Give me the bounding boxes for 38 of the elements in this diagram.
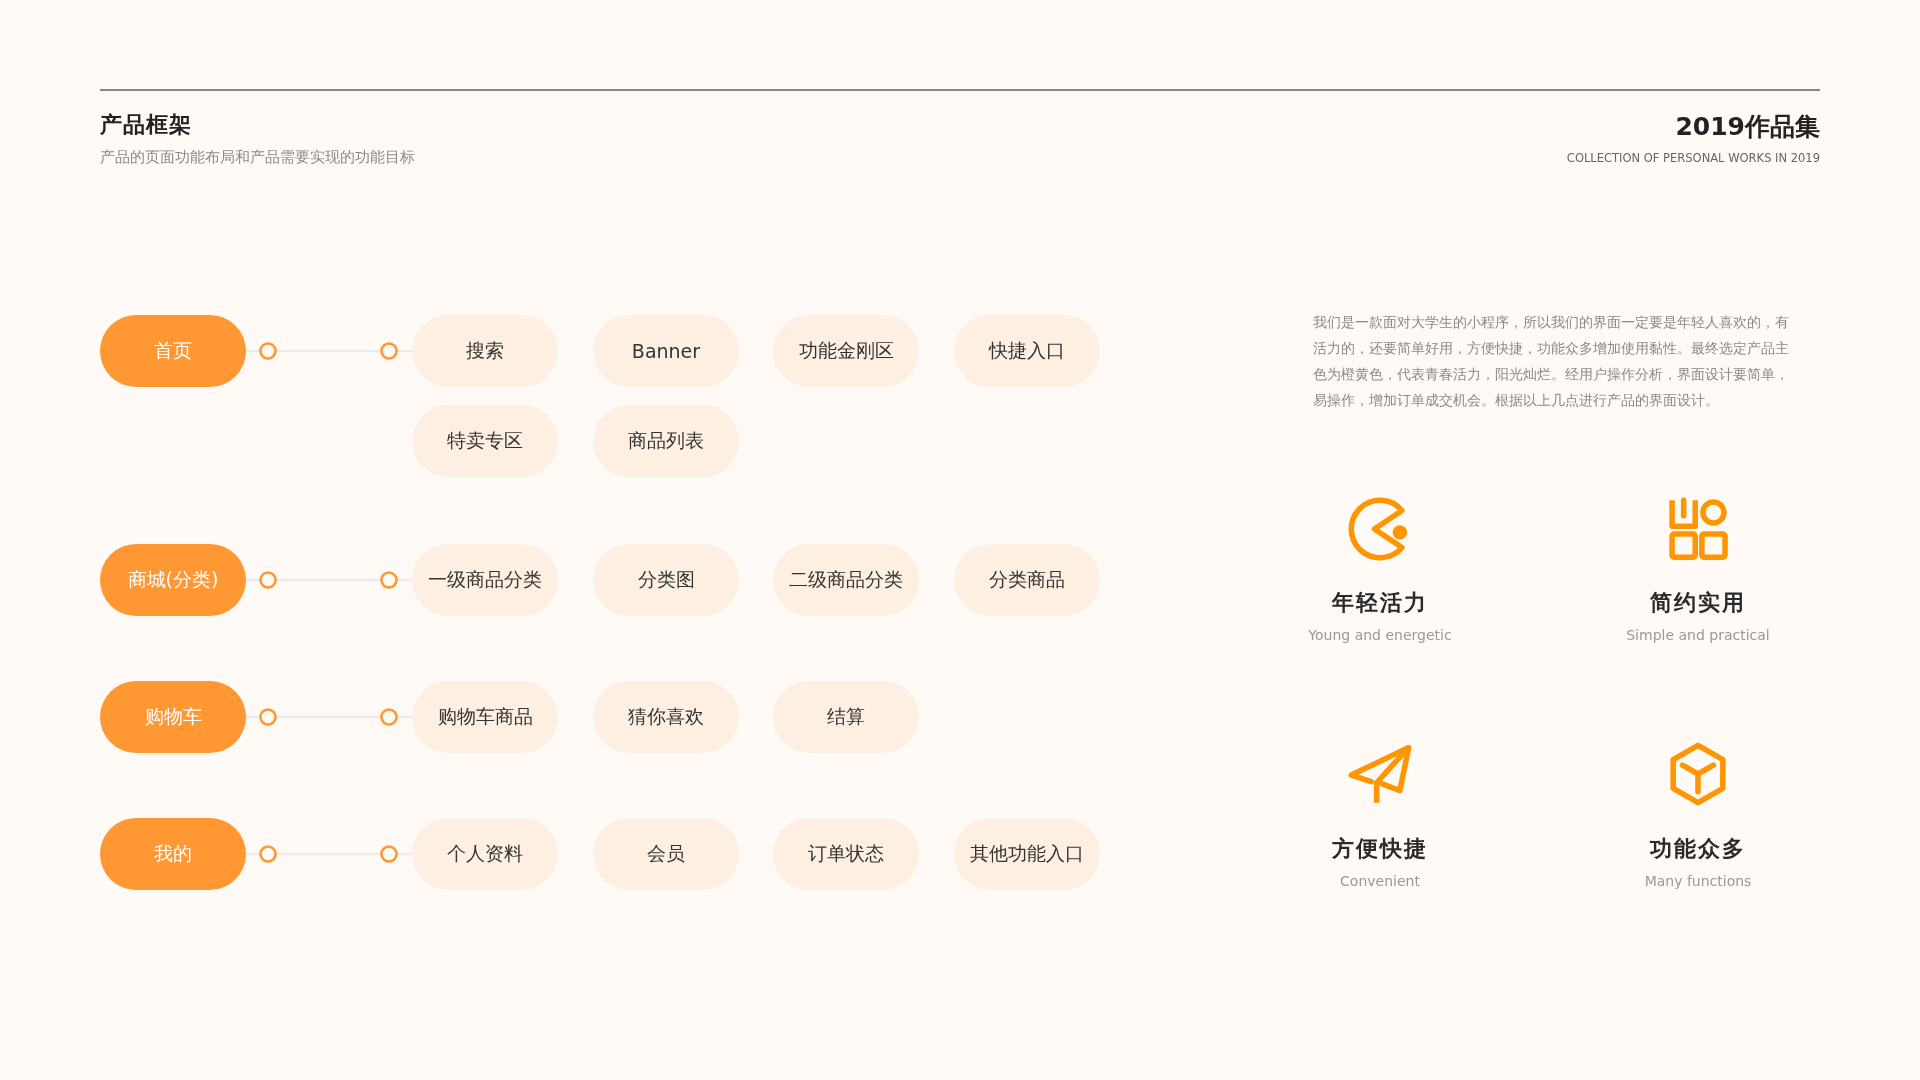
connector-line — [246, 845, 412, 863]
feature-tag: 结算 — [773, 681, 919, 753]
feature-title: 功能众多 — [1649, 835, 1747, 863]
feature-caption: Many functions — [1643, 873, 1753, 889]
feature-tag: 分类商品 — [954, 544, 1100, 616]
connector-line — [246, 708, 412, 726]
page-subtitle: 产品的页面功能布局和产品需要实现的功能目标 — [100, 148, 415, 167]
feature-tag: 功能金刚区 — [773, 315, 919, 387]
feature-tag: 二级商品分类 — [773, 544, 919, 616]
feature-title: 简约实用 — [1649, 589, 1747, 617]
page-title: 产品框架 — [100, 111, 192, 139]
feature-tag: 猜你喜欢 — [593, 681, 739, 753]
feature-tag: 订单状态 — [773, 818, 919, 890]
feature-tag: 特卖专区 — [412, 405, 558, 477]
page-tab: 首页 — [100, 315, 246, 387]
feature-caption: Young and energetic — [1307, 627, 1453, 643]
feature-tag: 购物车商品 — [412, 681, 558, 753]
collection-title: 2019作品集 — [1675, 111, 1820, 143]
feature-tag: 快捷入口 — [954, 315, 1100, 387]
feature-tag: 会员 — [593, 818, 739, 890]
feature-caption: Convenient — [1339, 873, 1421, 889]
feature-tag: 其他功能入口 — [954, 818, 1100, 890]
feature-tag: 分类图 — [593, 544, 739, 616]
feature-tag: 一级商品分类 — [412, 544, 558, 616]
feature-tag: Banner — [593, 315, 739, 387]
feature-tag: 个人资料 — [412, 818, 558, 890]
connector-line — [246, 342, 412, 360]
feature-tag: 商品列表 — [593, 405, 739, 477]
intro-paragraph: 我们是一款面对大学生的小程序，所以我们的界面一定要是年轻人喜欢的，有活力的，还要简单好用，方便快捷，功能众多增加使用黏性。最终选定产品主色为橙黄色，代表青春活力，阳光灿烂。经用户操作分析，界面设计要简单，易操作，增加订单成交机会。根据以上几点进行产品的界面设计。 — [1313, 313, 1790, 410]
page-tab: 我的 — [100, 818, 246, 890]
page-tab: 商城(分类) — [100, 544, 246, 616]
feature-caption: Simple and practical — [1625, 627, 1771, 643]
connector-line — [246, 571, 412, 589]
feature-title: 年轻活力 — [1330, 589, 1429, 617]
feature-title: 方便快捷 — [1331, 835, 1429, 863]
collection-subtitle: COLLECTION OF PERSONAL WORKS IN 2019 — [1566, 151, 1820, 165]
page-tab: 购物车 — [100, 681, 246, 753]
feature-tag: 搜索 — [412, 315, 558, 387]
